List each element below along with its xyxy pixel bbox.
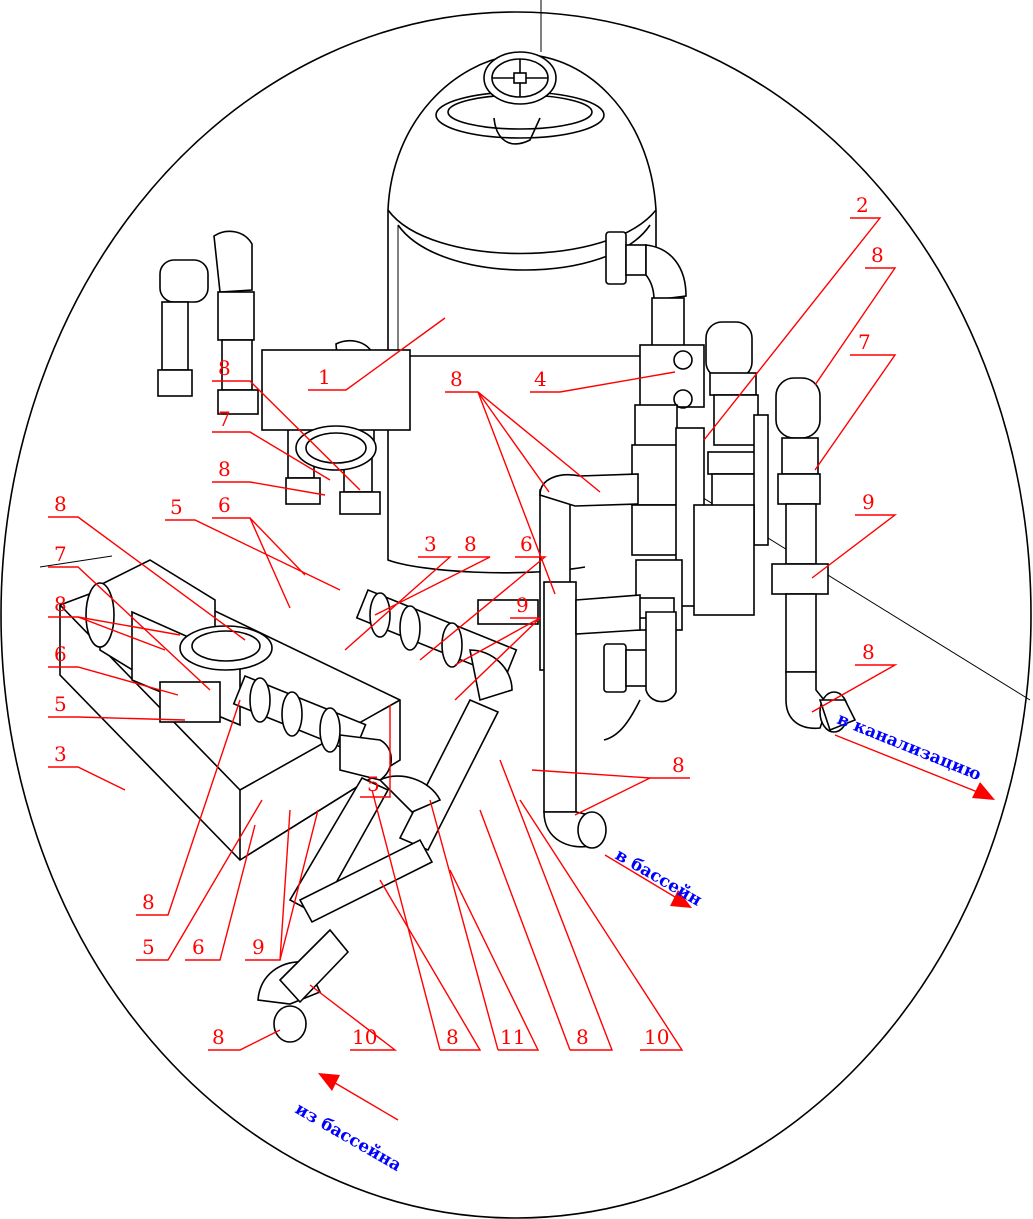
callout-8: 8	[54, 592, 67, 616]
callout-numbers: 1 2 8 7 4 8 9 8 8 8 7 8 5 6 8 7 8 6 5 3 …	[54, 193, 884, 1049]
lower-outlet-pipe	[603, 611, 677, 741]
discharge-valve-run	[355, 588, 539, 702]
callout-7: 7	[858, 330, 871, 354]
callout-11: 11	[500, 1025, 525, 1049]
flow-arrows	[318, 734, 995, 1121]
callout-8: 8	[218, 457, 231, 481]
callout-3: 3	[424, 532, 437, 556]
frame-ellipse	[0, 11, 1032, 1219]
callout-8: 8	[450, 367, 463, 391]
callout-8: 8	[862, 640, 875, 664]
callout-8: 8	[446, 1025, 459, 1049]
callout-8: 8	[218, 356, 231, 380]
callout-5: 5	[170, 495, 183, 519]
callout-6: 6	[54, 642, 67, 666]
drain-line	[771, 377, 857, 733]
callout-6: 6	[218, 493, 231, 517]
callout-8: 8	[576, 1025, 589, 1049]
callout-4: 4	[534, 367, 547, 391]
return-to-pool-pipe	[539, 473, 641, 849]
floor-line-left	[39, 555, 113, 568]
callout-7: 7	[218, 407, 231, 431]
callout-7: 7	[54, 542, 67, 566]
callout-9: 9	[516, 593, 529, 617]
callout-10: 10	[644, 1025, 669, 1049]
to-drain-label: в канализацию	[834, 709, 984, 785]
backwash-valve-stack	[601, 321, 769, 631]
suction-valve-run	[232, 674, 393, 781]
from-pool-label: из бассейна	[292, 1099, 405, 1176]
callout-6: 6	[520, 532, 533, 556]
upper-outlet-pipe	[605, 231, 705, 409]
callout-8: 8	[871, 243, 884, 267]
leader-lines	[48, 217, 898, 1051]
callout-8: 8	[464, 532, 477, 556]
filter-tank	[387, 53, 657, 574]
callout-1: 1	[318, 365, 331, 389]
callout-8: 8	[212, 1025, 225, 1049]
callout-9: 9	[252, 935, 265, 959]
callout-8: 8	[142, 890, 155, 914]
to-pool-label: в бассейн	[612, 845, 706, 911]
callout-6: 6	[192, 935, 205, 959]
callout-2: 2	[856, 193, 869, 217]
callout-5: 5	[54, 692, 67, 716]
callout-5: 5	[367, 772, 380, 796]
callout-8: 8	[54, 492, 67, 516]
callout-9: 9	[862, 490, 875, 514]
callout-3: 3	[54, 742, 67, 766]
inlet-manifold	[257, 698, 500, 1043]
left-manifold	[157, 230, 411, 515]
callout-5: 5	[142, 935, 155, 959]
handwheel-icon	[483, 51, 557, 105]
pump-motor	[85, 559, 273, 727]
callout-10: 10	[352, 1025, 377, 1049]
callout-8: 8	[672, 753, 685, 777]
